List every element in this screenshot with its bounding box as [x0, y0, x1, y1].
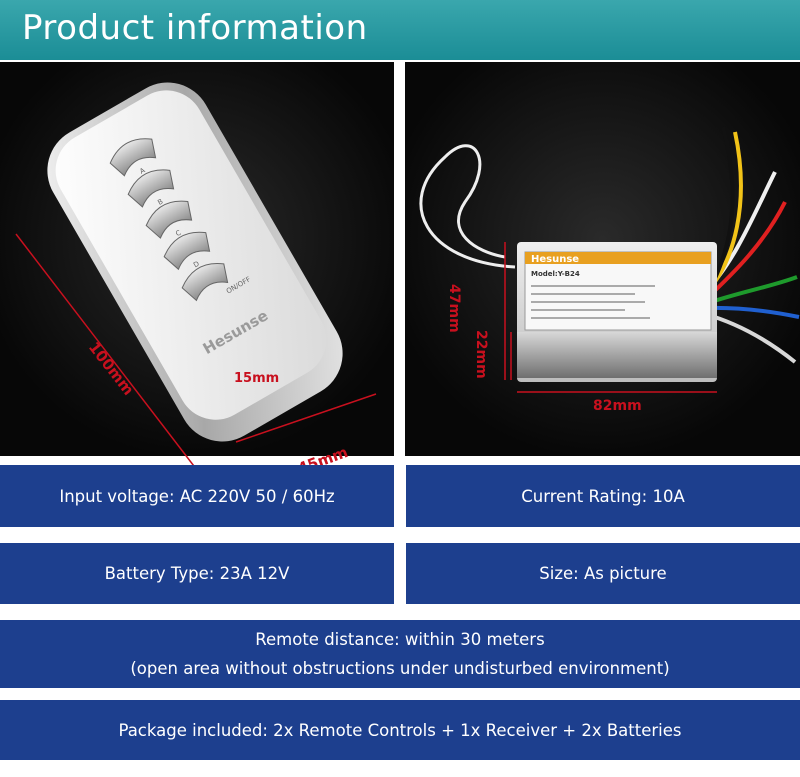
wire-green [704, 275, 798, 306]
spec-remote-distance: Remote distance: within 30 meters (open … [0, 620, 800, 688]
receiver-depth-dim: 22mm [473, 330, 489, 379]
receiver-bracket [517, 332, 717, 378]
receiver-model: Model:Y-B24 [531, 270, 580, 278]
spec-remote-distance-text: Remote distance: within 30 meters [255, 630, 545, 649]
remote-button-b[interactable] [124, 163, 179, 210]
remote-width-line [235, 393, 377, 443]
spec-current-rating-text: Current Rating: 10A [521, 486, 685, 506]
receiver-illustration: Hesunse Model:Y-B24 47mm 22mm 82mm [419, 126, 800, 414]
remote-label-c: C [174, 229, 182, 238]
remote-length-line [15, 233, 211, 488]
spec-size: Size: As picture [406, 543, 800, 604]
spec-input-voltage: Input voltage: AC 220V 50 / 60Hz [0, 465, 394, 527]
receiver-brand-logo: Hesunse [531, 254, 579, 265]
remote-label-b: B [156, 197, 164, 206]
page-title: Product information [22, 8, 368, 48]
remote-length-dim: 100mm [85, 338, 138, 398]
spec-current-rating: Current Rating: 10A [406, 465, 800, 527]
remote-button-d[interactable] [160, 225, 215, 272]
remote-illustration: A B C D ON/OFF Hesunse 100mm 45mm 15mm [15, 82, 377, 488]
receiver-height-dim: 47mm [446, 284, 462, 333]
header-bar: Product information [0, 0, 800, 60]
receiver-photo: Hesunse Model:Y-B24 47mm 22mm 82mm [405, 62, 800, 456]
spec-battery-type-text: Battery Type: 23A 12V [104, 564, 290, 583]
remote-label-d: D [192, 260, 201, 270]
remote-photo: A B C D ON/OFF Hesunse 100mm 45mm 15mm [0, 62, 394, 488]
spec-battery-type: Battery Type: 23A 12V [0, 543, 394, 604]
spec-size-text: Size: As picture [539, 564, 667, 583]
remote-button-a[interactable] [106, 131, 161, 178]
remote-thickness-dim: 15mm [234, 371, 279, 386]
remote-label-a: A [138, 166, 146, 175]
spec-package-text: Package included: 2x Remote Controls + 1… [118, 720, 682, 740]
spec-remote-note-text: (open area without obstructions under un… [130, 659, 670, 678]
antenna-wire [419, 144, 516, 269]
receiver-label-banner [525, 252, 711, 264]
wire-blue [704, 305, 800, 319]
remote-button-onoff[interactable] [178, 256, 233, 303]
wire-white-2 [704, 312, 797, 364]
spec-package: Package included: 2x Remote Controls + 1… [0, 700, 800, 760]
receiver-width-dim: 82mm [593, 398, 642, 414]
spec-input-voltage-text: Input voltage: AC 220V 50 / 60Hz [59, 486, 335, 506]
remote-button-c[interactable] [142, 194, 197, 241]
